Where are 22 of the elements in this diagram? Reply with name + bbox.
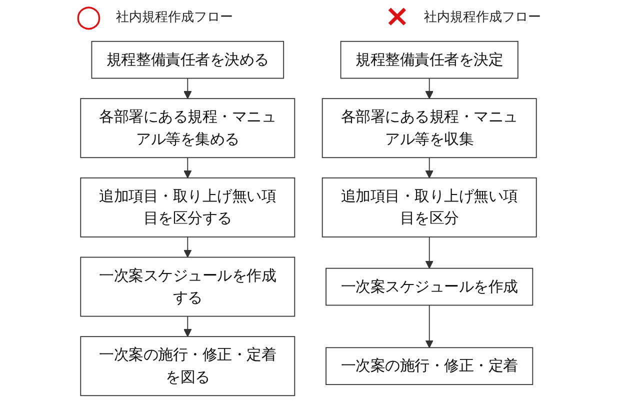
arrow: [184, 236, 192, 258]
node-box: 一次案スケジュールを作成する: [80, 256, 296, 317]
verdict-mark: ×: [384, 1, 410, 33]
node-box: 追加項目・取り上げ無い項目を区分: [322, 177, 537, 238]
arrow: [184, 316, 192, 337]
flow-title: 社内規程作成フロー: [424, 9, 541, 26]
node-box: 一次案の施行・修正・定着: [326, 347, 534, 386]
node-box: 一次案スケジュールを作成: [326, 268, 534, 306]
node-box: 各部署にある規程・マニュアル等を収集: [322, 98, 537, 158]
arrow: [184, 157, 192, 178]
node-box: 追加項目・取り上げ無い項目を区分する: [80, 177, 296, 238]
arrow: [425, 236, 434, 269]
verdict-mark: ○: [76, 1, 102, 33]
node-box: 規程整備責任者を決定: [340, 40, 518, 79]
arrow: [425, 304, 434, 348]
flow-title: 社内規程作成フロー: [116, 9, 233, 26]
node-box: 各部署にある規程・マニュアル等を集める: [80, 98, 296, 158]
node-box: 一次案の施行・修正・定着を図る: [80, 336, 296, 396]
arrow: [425, 157, 434, 178]
node-box: 規程整備責任者を決める: [91, 40, 284, 79]
arrow: [425, 78, 434, 99]
arrow: [184, 78, 192, 99]
